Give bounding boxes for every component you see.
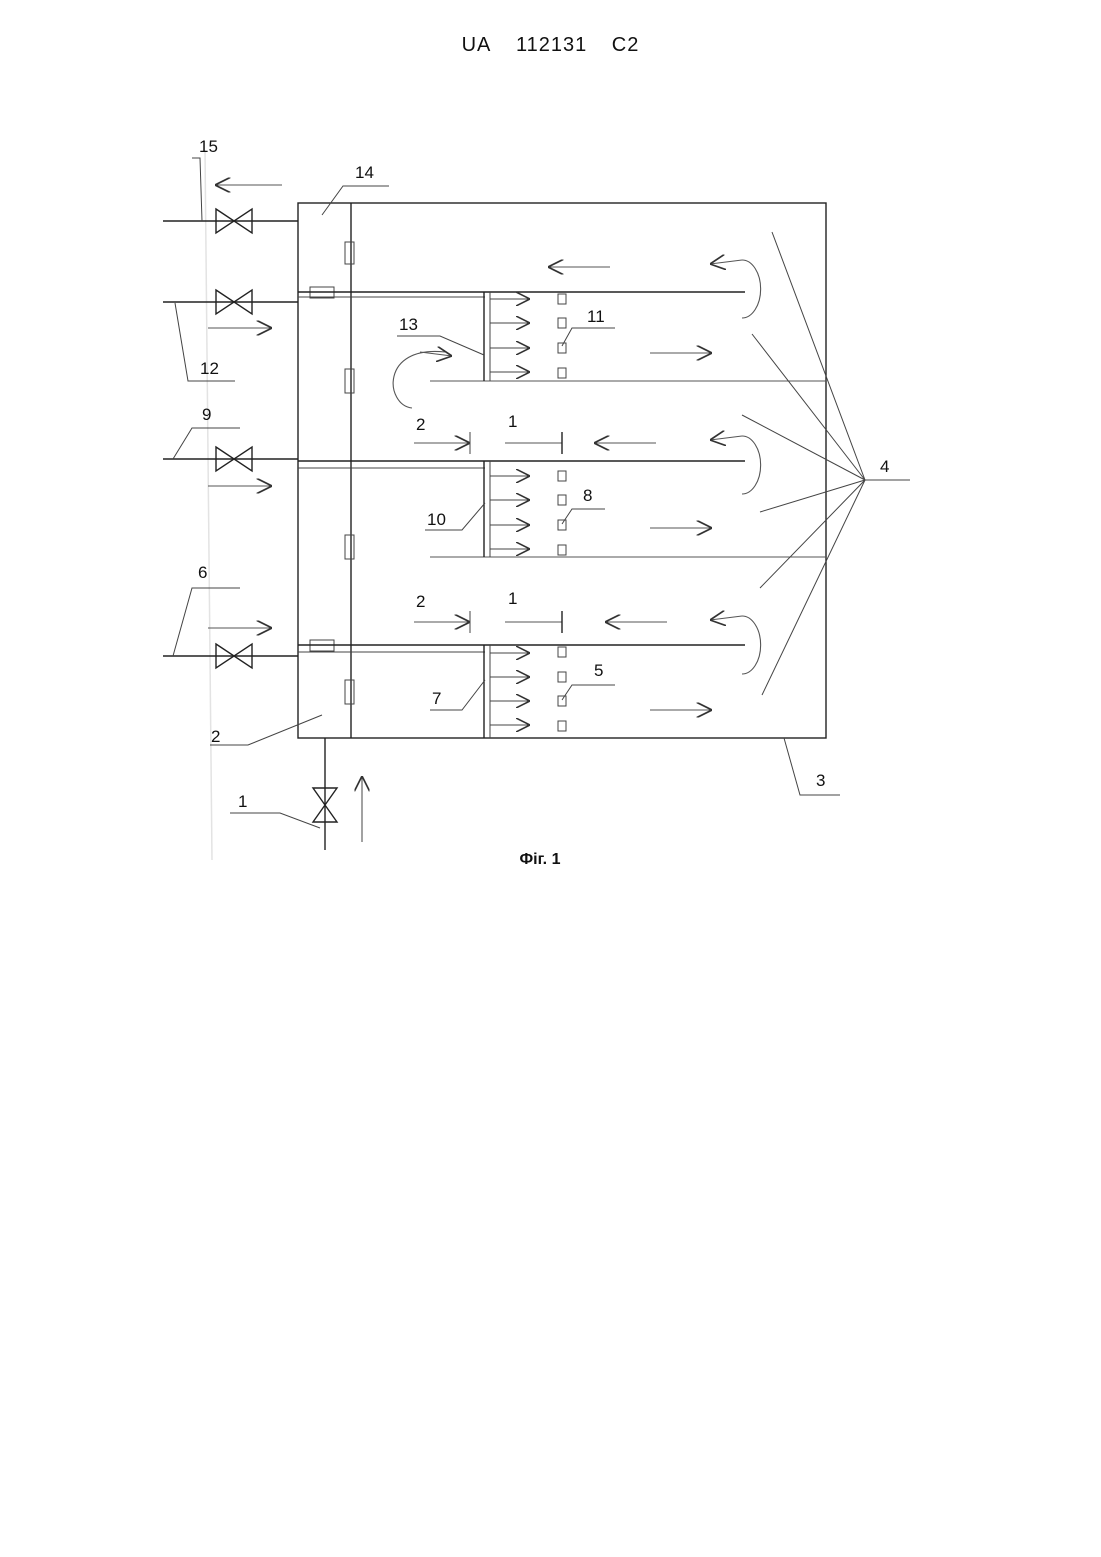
nozzles (558, 294, 566, 731)
pipe-15 (163, 158, 298, 233)
label-2-upper: 2 (416, 415, 425, 434)
label-7: 7 (432, 689, 441, 708)
label-2-body: 2 (211, 727, 220, 746)
label-11: 11 (587, 307, 605, 326)
pipe-12 (163, 290, 298, 381)
label-9: 9 (202, 405, 211, 424)
leaders (210, 186, 840, 795)
distributors (484, 292, 490, 738)
turning-flows (393, 260, 760, 674)
labels: 15 14 12 13 11 9 2 1 4 8 10 6 2 1 5 7 2 … (198, 137, 889, 811)
label-12: 12 (200, 359, 219, 378)
label-14: 14 (355, 163, 374, 182)
label-13: 13 (399, 315, 418, 334)
label-1-inlet: 1 (238, 792, 247, 811)
label-10: 10 (427, 510, 446, 529)
figure-caption: Фіг. 1 (500, 851, 580, 869)
flow-arrows (414, 267, 712, 710)
label-2-lower: 2 (416, 592, 425, 611)
label-5: 5 (594, 661, 603, 680)
distributor-arrows (490, 299, 530, 725)
pipe-6 (163, 588, 298, 668)
label-1-lower: 1 (508, 589, 517, 608)
label-15: 15 (199, 137, 218, 156)
collector-openings (310, 242, 354, 704)
scan-line (205, 150, 212, 860)
label-3: 3 (816, 771, 825, 790)
label-8: 8 (583, 486, 592, 505)
pipe-9 (163, 428, 298, 486)
label-6: 6 (198, 563, 207, 582)
pipe-1 (230, 738, 362, 850)
label-1-upper: 1 (508, 412, 517, 431)
label-4: 4 (880, 457, 889, 476)
